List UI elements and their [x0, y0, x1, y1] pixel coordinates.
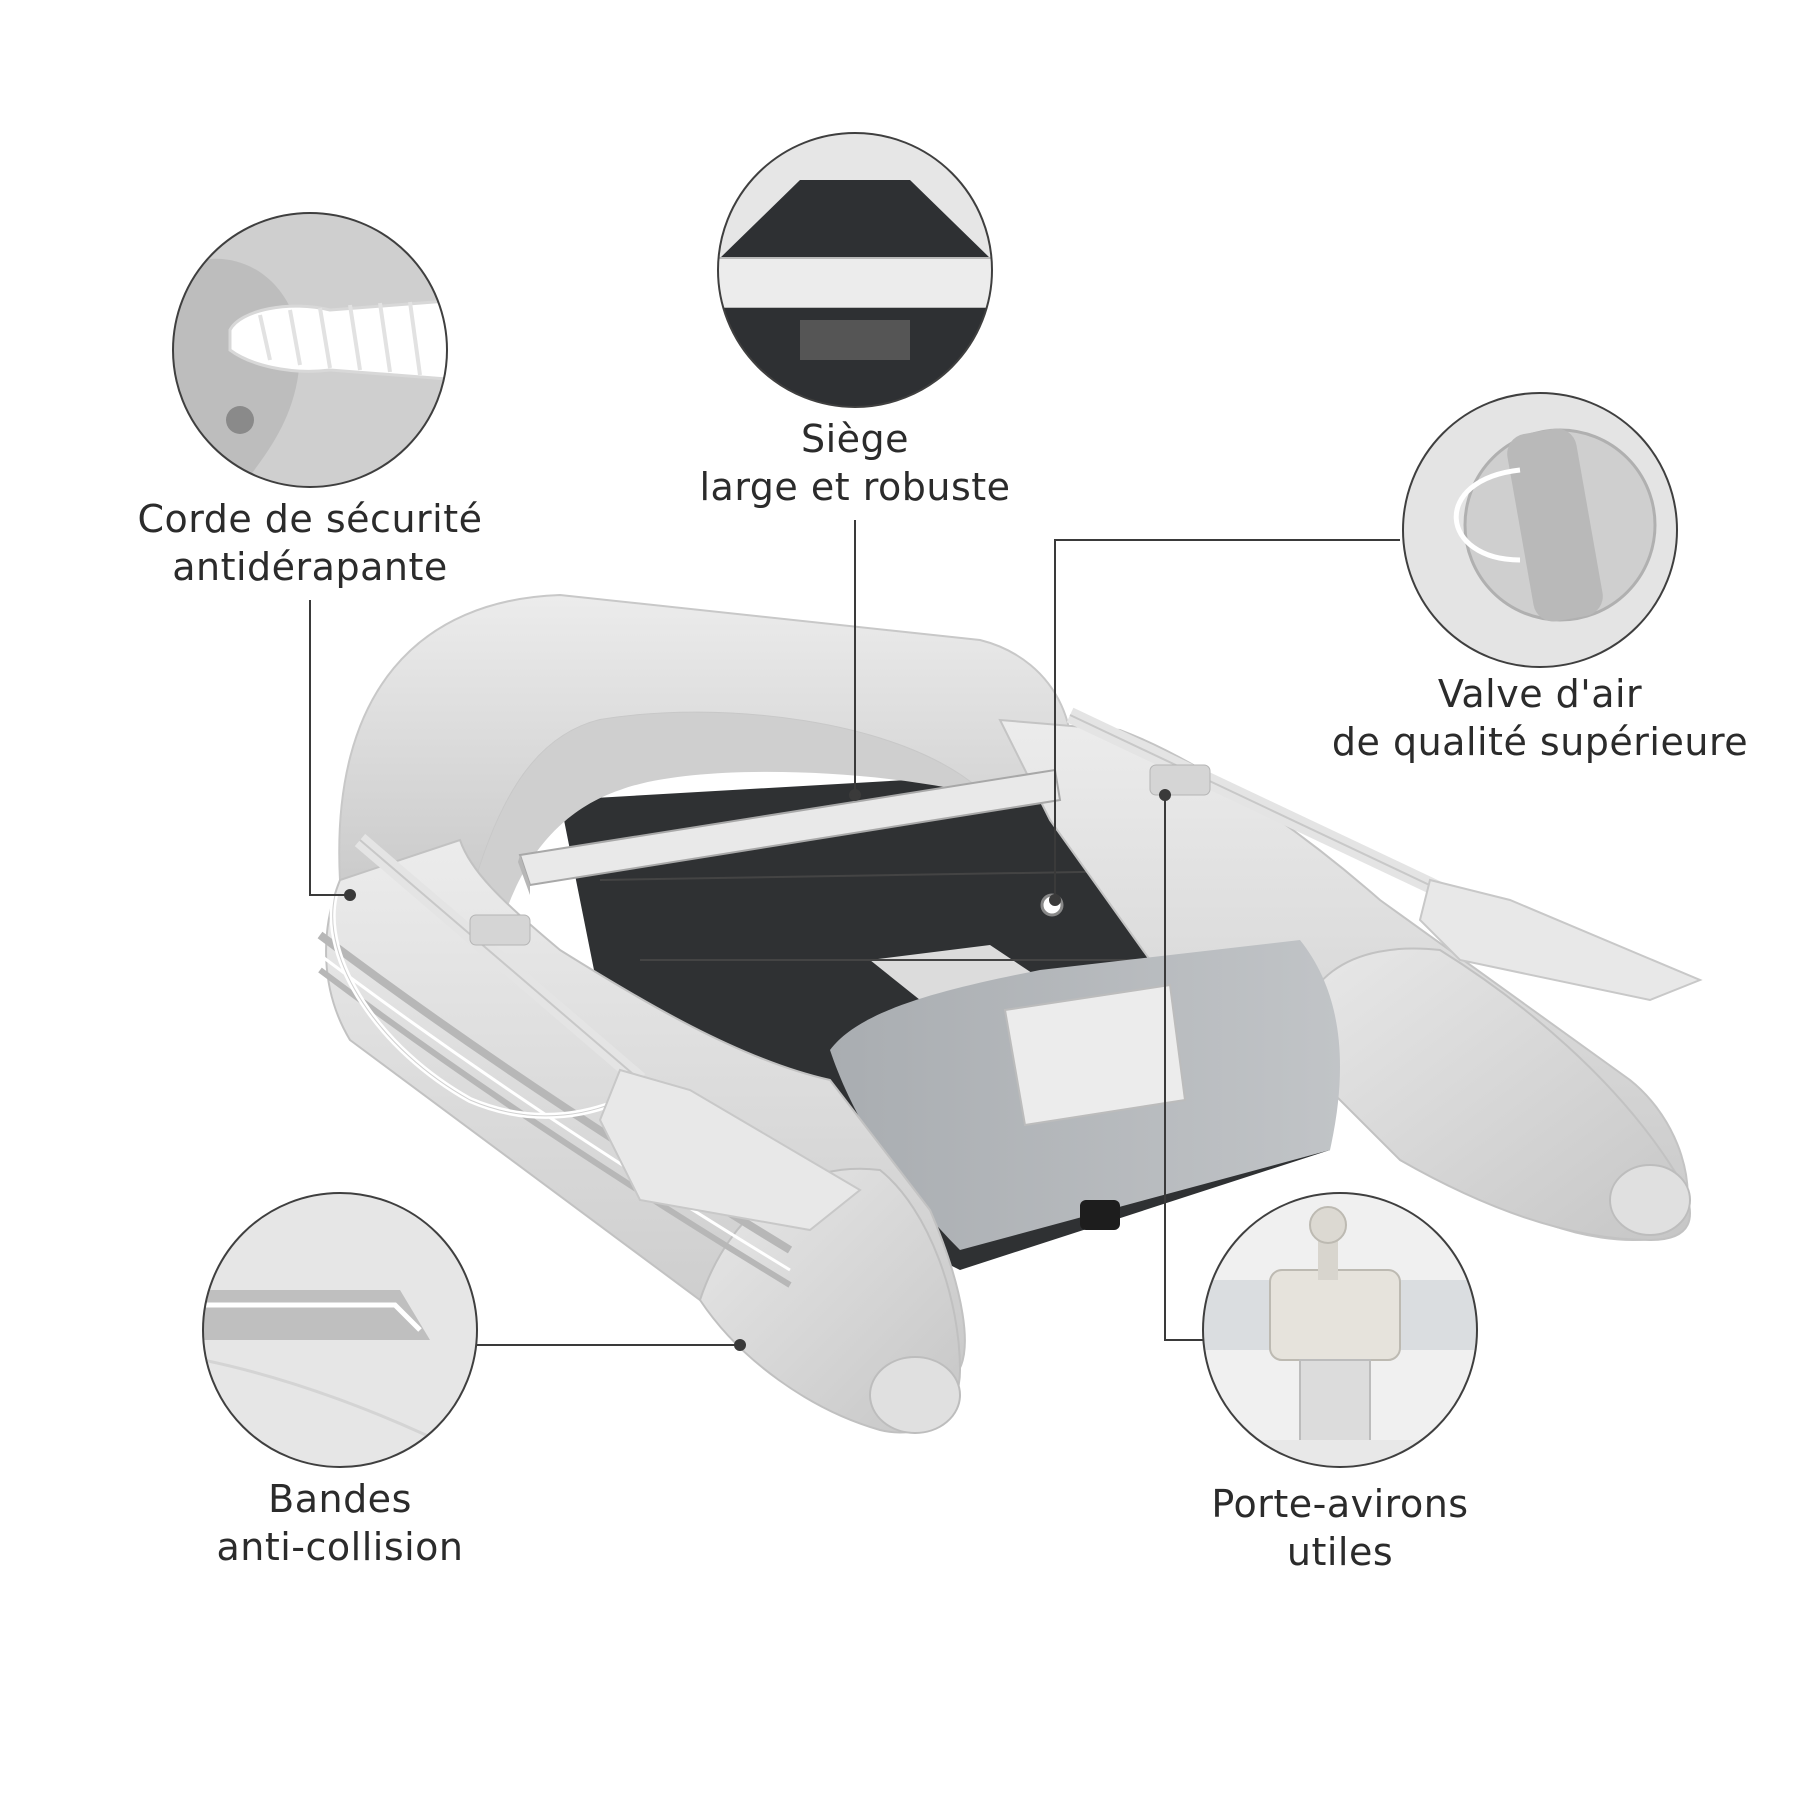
valve-label-line1: Valve d'air: [1437, 672, 1643, 716]
right-oar: [1066, 707, 1703, 1002]
inflatable-boat: [317, 593, 1703, 1434]
seat-label-line2: large et robuste: [699, 465, 1011, 509]
bands-label-line2: anti-collision: [216, 1525, 464, 1569]
rope-label-line1: Corde de sécurité: [137, 497, 483, 541]
bands-label: Bandes anti-collision: [180, 1475, 500, 1571]
rope-label: Corde de sécurité antidérapante: [130, 495, 490, 591]
oarlock-label: Porte-avirons utiles: [1180, 1480, 1500, 1576]
valve-label-line2: de qualité supérieure: [1331, 720, 1749, 764]
bands-label-line1: Bandes: [268, 1477, 412, 1521]
right-tube-cone: [1297, 947, 1691, 1242]
valve-detail-icon: [1402, 392, 1678, 668]
rope-detail-icon: [172, 212, 448, 488]
motor-mount-plate: [1003, 983, 1187, 1127]
seat-label-line1: Siège: [800, 417, 910, 461]
seat-label: Siège large et robuste: [675, 415, 1035, 511]
rope-connector: [309, 600, 348, 896]
seat-detail-icon: [717, 132, 993, 408]
oarlock-label-line1: Porte-avirons: [1211, 1482, 1469, 1526]
connector-lines: [309, 520, 1400, 1351]
left-oar: [354, 833, 862, 1232]
oarlock-label-line2: utiles: [1286, 1530, 1394, 1574]
oarlock-detail-icon: [1202, 1192, 1478, 1468]
valve-connector: [1054, 539, 1400, 900]
oarlock-connector: [1164, 795, 1203, 1341]
boat-seat: [518, 768, 1062, 887]
valve-label: Valve d'air de qualité supérieure: [1330, 670, 1750, 766]
band-detail-icon: [202, 1192, 478, 1468]
rope-label-line2: antidérapante: [172, 545, 448, 589]
